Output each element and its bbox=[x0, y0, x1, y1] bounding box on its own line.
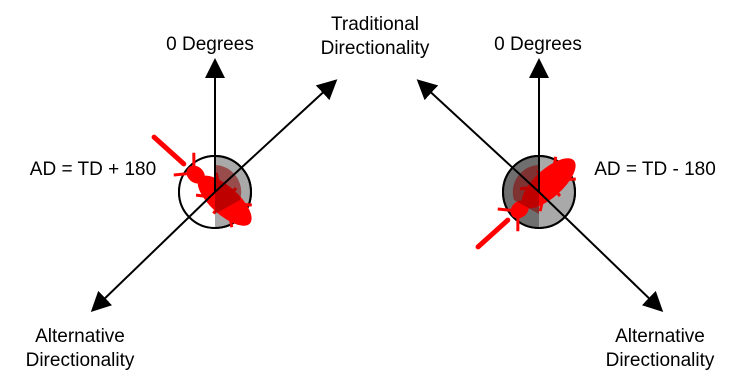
traditional-directionality-label: Traditional Directionality bbox=[300, 13, 450, 61]
alternative-directionality-right-label: Alternative Directionality bbox=[585, 325, 735, 373]
traditional-line1: Traditional bbox=[300, 13, 450, 37]
right-alternative-arrow-icon bbox=[539, 192, 656, 305]
left-traditional-arrow-icon bbox=[215, 86, 330, 192]
zero-degrees-right-label: 0 Degrees bbox=[458, 33, 618, 57]
alt-right-line2: Directionality bbox=[585, 349, 735, 373]
zero-degrees-left-label: 0 Degrees bbox=[130, 33, 290, 57]
right-traditional-arrow-icon bbox=[424, 86, 539, 192]
alternative-directionality-left-label: Alternative Directionality bbox=[10, 325, 150, 373]
alt-right-line1: Alternative bbox=[585, 325, 735, 349]
alt-left-line1: Alternative bbox=[10, 325, 150, 349]
alt-left-line2: Directionality bbox=[10, 349, 150, 373]
equation-right-label: AD = TD - 180 bbox=[575, 158, 735, 182]
left-figure bbox=[98, 68, 330, 305]
equation-left-label: AD = TD + 180 bbox=[3, 158, 183, 182]
right-figure bbox=[424, 68, 656, 305]
left-alternative-arrow-icon bbox=[98, 192, 215, 305]
traditional-line2: Directionality bbox=[300, 37, 450, 61]
